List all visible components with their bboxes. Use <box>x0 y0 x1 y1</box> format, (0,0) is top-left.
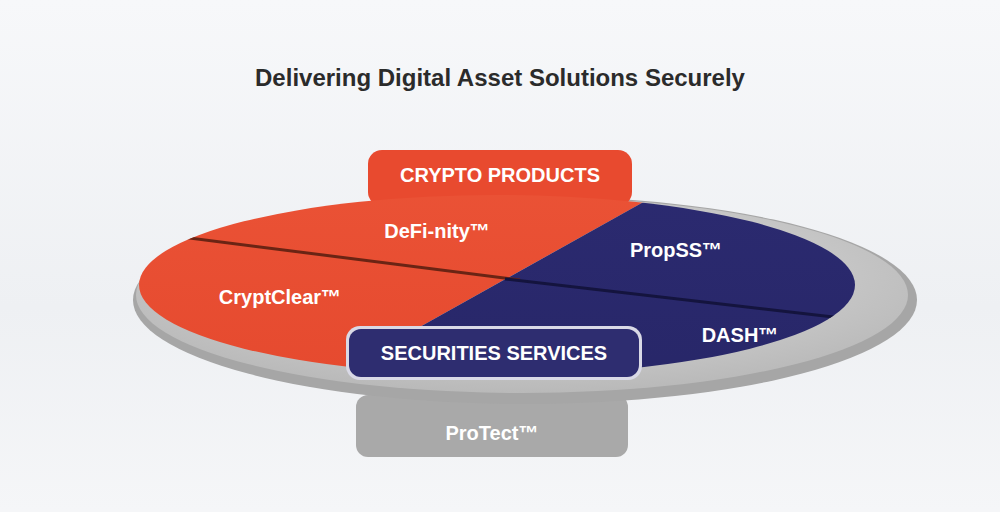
securities-tab-rim <box>346 326 642 380</box>
pie-segment: DASH™ <box>694 319 787 351</box>
base-tab <box>356 395 628 457</box>
node-label: SECURITIES SERVICES <box>381 341 607 365</box>
node-label: DeFi-nity™ <box>384 219 490 243</box>
pie-segment: DeFi-nity™ <box>376 215 498 247</box>
node-label: PropSS™ <box>630 238 722 262</box>
pie-segment: PropSS™ <box>622 234 730 266</box>
diagram-title: Delivering Digital Asset Solutions Secur… <box>0 64 1000 92</box>
node-label: DASH™ <box>702 323 779 347</box>
node-label: ProTect™ <box>446 421 539 445</box>
securities-tab-shape <box>349 329 639 377</box>
node-label: CRYPTO PRODUCTS <box>400 163 600 187</box>
divider-line <box>505 279 860 320</box>
node-label: CryptClear™ <box>219 285 341 309</box>
category-tab: SECURITIES SERVICES <box>349 329 639 377</box>
category-tab: CRYPTO PRODUCTS <box>368 152 632 198</box>
pie-segment: CryptClear™ <box>211 281 349 313</box>
base-tab: ProTect™ <box>356 411 628 455</box>
